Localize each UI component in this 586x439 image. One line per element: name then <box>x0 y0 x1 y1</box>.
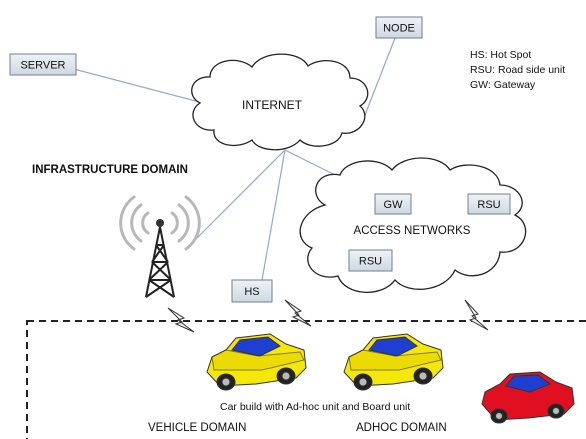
car-caption: Car build with Ad-hoc unit and Board uni… <box>220 401 410 413</box>
antenna-tower-icon <box>119 195 201 298</box>
rsu-right-label: RSU <box>477 199 500 211</box>
adhoc-domain-label: ADHOC DOMAIN <box>356 422 447 434</box>
server-label: SERVER <box>20 60 65 72</box>
wireless-link-icon <box>284 299 312 327</box>
hs-label: HS <box>244 286 259 298</box>
node-label: NODE <box>383 23 415 35</box>
internet-label: INTERNET <box>242 98 303 112</box>
legend-gw: GW: Gateway <box>470 79 536 91</box>
hs-box: HS <box>231 279 273 303</box>
rsu-right-box: RSU <box>467 193 511 215</box>
wireless-link-icon <box>167 307 195 333</box>
legend: HS: Hot Spot RSU: Road side unit GW: Gat… <box>470 49 565 91</box>
wireless-links <box>167 299 489 333</box>
infrastructure-domain-label: INFRASTRUCTURE DOMAIN <box>32 164 188 176</box>
node-box: NODE <box>375 16 423 39</box>
server-box: SERVER <box>9 53 77 76</box>
rsu-bottom-box: RSU <box>348 249 393 272</box>
legend-hs: HS: Hot Spot <box>470 49 531 61</box>
gw-box: GW <box>374 193 412 215</box>
domain-boundary <box>26 320 586 439</box>
internet-cloud <box>191 53 369 151</box>
link-internet-hs <box>261 149 286 281</box>
red-car-icon <box>481 371 575 424</box>
yellow-car-icon <box>206 333 307 391</box>
legend-rsu: RSU: Road side unit <box>470 64 565 76</box>
vehicle-domain-label: VEHICLE DOMAIN <box>148 422 246 434</box>
gw-label: GW <box>384 199 404 211</box>
wireless-link-icon <box>464 299 489 331</box>
rsu-bottom-label: RSU <box>359 256 382 268</box>
link-node-internet <box>364 37 396 116</box>
access-networks-label: ACCESS NETWORKS <box>354 225 471 237</box>
yellow-car-icon <box>343 333 444 391</box>
link-internet-tower <box>194 149 286 241</box>
